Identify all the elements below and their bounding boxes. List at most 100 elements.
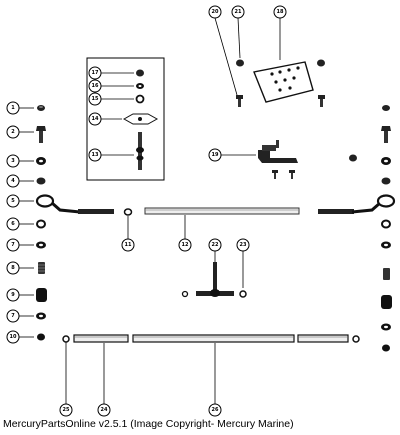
callout-8[interactable]: 8 bbox=[6, 261, 20, 275]
part-24-tube-left bbox=[73, 334, 129, 343]
callout-19[interactable]: 19 bbox=[208, 148, 222, 162]
part-23-nut bbox=[239, 290, 247, 298]
callout-18[interactable]: 18 bbox=[273, 5, 287, 19]
svg-text:21: 21 bbox=[235, 9, 242, 15]
part-3-washer bbox=[36, 157, 46, 165]
svg-text:5: 5 bbox=[11, 198, 15, 204]
part-22-washer-left bbox=[181, 290, 189, 298]
part-19-screws bbox=[272, 170, 295, 179]
part-8-spacer bbox=[38, 262, 45, 274]
svg-text:6: 6 bbox=[11, 221, 15, 227]
part-5-tie-bar-end-left bbox=[35, 194, 114, 214]
part-7b-washer bbox=[36, 312, 46, 320]
callout-7[interactable]: 7 bbox=[6, 238, 20, 252]
part-22-link-rod bbox=[196, 262, 234, 297]
part-2-bolt bbox=[36, 126, 46, 143]
callout-22[interactable]: 22 bbox=[208, 238, 222, 252]
callout-24[interactable]: 24 bbox=[97, 403, 111, 417]
svg-text:19: 19 bbox=[212, 152, 219, 158]
svg-text:4: 4 bbox=[11, 178, 15, 184]
callout-9[interactable]: 9 bbox=[6, 288, 20, 302]
part-10-nut bbox=[37, 333, 45, 341]
part-20-screw bbox=[236, 95, 243, 107]
svg-text:1: 1 bbox=[11, 105, 15, 111]
right-bushing-6 bbox=[381, 219, 391, 229]
svg-text:11: 11 bbox=[125, 242, 132, 248]
right-bolt-2 bbox=[381, 126, 391, 143]
image-caption: MercuryPartsOnline v2.5.1 (Image Copyrig… bbox=[3, 418, 294, 430]
callout-10[interactable]: 10 bbox=[6, 330, 20, 344]
callout-23[interactable]: 23 bbox=[236, 238, 250, 252]
part-9-bushing bbox=[36, 288, 47, 302]
svg-text:15: 15 bbox=[92, 96, 99, 102]
svg-text:23: 23 bbox=[240, 242, 247, 248]
part-5-tie-bar-end-right bbox=[318, 194, 396, 214]
callout-14[interactable]: 14 bbox=[88, 112, 102, 126]
inset-box bbox=[86, 57, 165, 181]
right-nut-4 bbox=[381, 177, 391, 185]
svg-text:12: 12 bbox=[182, 242, 189, 248]
part-13-stud bbox=[136, 132, 144, 170]
callout-7b[interactable]: 7 bbox=[6, 309, 20, 323]
right-washer-7b bbox=[381, 323, 391, 331]
svg-text:3: 3 bbox=[11, 158, 15, 164]
svg-text:22: 22 bbox=[212, 242, 219, 248]
callout-2[interactable]: 2 bbox=[6, 125, 20, 139]
part-21-nut bbox=[236, 59, 244, 67]
part-7-washer bbox=[36, 241, 46, 249]
callout-11[interactable]: 11 bbox=[121, 238, 135, 252]
svg-text:10: 10 bbox=[10, 334, 17, 340]
part-16-washer bbox=[136, 83, 144, 89]
svg-text:17: 17 bbox=[92, 70, 99, 76]
svg-text:8: 8 bbox=[11, 265, 15, 271]
svg-text:7: 7 bbox=[11, 242, 15, 248]
right-nut-10 bbox=[382, 344, 390, 352]
part-25-nut-right bbox=[352, 335, 360, 343]
right-washer-7 bbox=[381, 241, 391, 249]
callout-20[interactable]: 20 bbox=[208, 5, 222, 19]
callout-16[interactable]: 16 bbox=[88, 79, 102, 93]
svg-text:18: 18 bbox=[277, 9, 284, 15]
callout-25[interactable]: 25 bbox=[59, 403, 73, 417]
callout-3[interactable]: 3 bbox=[6, 154, 20, 168]
part-19-nut bbox=[349, 154, 357, 162]
right-washer-3 bbox=[381, 157, 391, 165]
svg-text:14: 14 bbox=[92, 116, 99, 122]
svg-text:24: 24 bbox=[101, 407, 108, 413]
part-15-bushing bbox=[135, 94, 145, 104]
callout-5[interactable]: 5 bbox=[6, 194, 20, 208]
svg-text:25: 25 bbox=[63, 407, 70, 413]
part-26-tube-main bbox=[132, 334, 295, 343]
svg-text:16: 16 bbox=[92, 83, 99, 89]
right-bushing-9 bbox=[381, 295, 392, 309]
svg-text:9: 9 bbox=[11, 292, 15, 298]
part-14-bracket bbox=[122, 113, 159, 125]
part-4-nut bbox=[36, 177, 46, 185]
part-25-nut bbox=[62, 335, 70, 343]
callout-12[interactable]: 12 bbox=[178, 238, 192, 252]
callout-21[interactable]: 21 bbox=[231, 5, 245, 19]
part-19-bracket bbox=[258, 140, 298, 163]
callout-1[interactable]: 1 bbox=[6, 101, 20, 115]
svg-text:20: 20 bbox=[212, 9, 219, 15]
part-17-nut bbox=[136, 69, 144, 77]
part-18-plate bbox=[253, 61, 314, 103]
part-12-tube bbox=[144, 207, 300, 215]
part-11-nut bbox=[123, 208, 133, 216]
callout-17[interactable]: 17 bbox=[88, 66, 102, 80]
svg-text:26: 26 bbox=[212, 407, 219, 413]
callout-13[interactable]: 13 bbox=[88, 148, 102, 162]
part-6-bushing bbox=[36, 219, 46, 229]
callout-6[interactable]: 6 bbox=[6, 217, 20, 231]
svg-text:7: 7 bbox=[11, 313, 15, 319]
part-24-tube-right bbox=[297, 334, 349, 343]
callout-15[interactable]: 15 bbox=[88, 92, 102, 106]
callout-26[interactable]: 26 bbox=[208, 403, 222, 417]
callout-4[interactable]: 4 bbox=[6, 174, 20, 188]
svg-text:2: 2 bbox=[11, 129, 15, 135]
right-nut-1 bbox=[382, 105, 390, 111]
part-18-nut-right bbox=[317, 59, 325, 67]
svg-text:13: 13 bbox=[92, 152, 99, 158]
part-18-screw-right bbox=[318, 95, 325, 107]
